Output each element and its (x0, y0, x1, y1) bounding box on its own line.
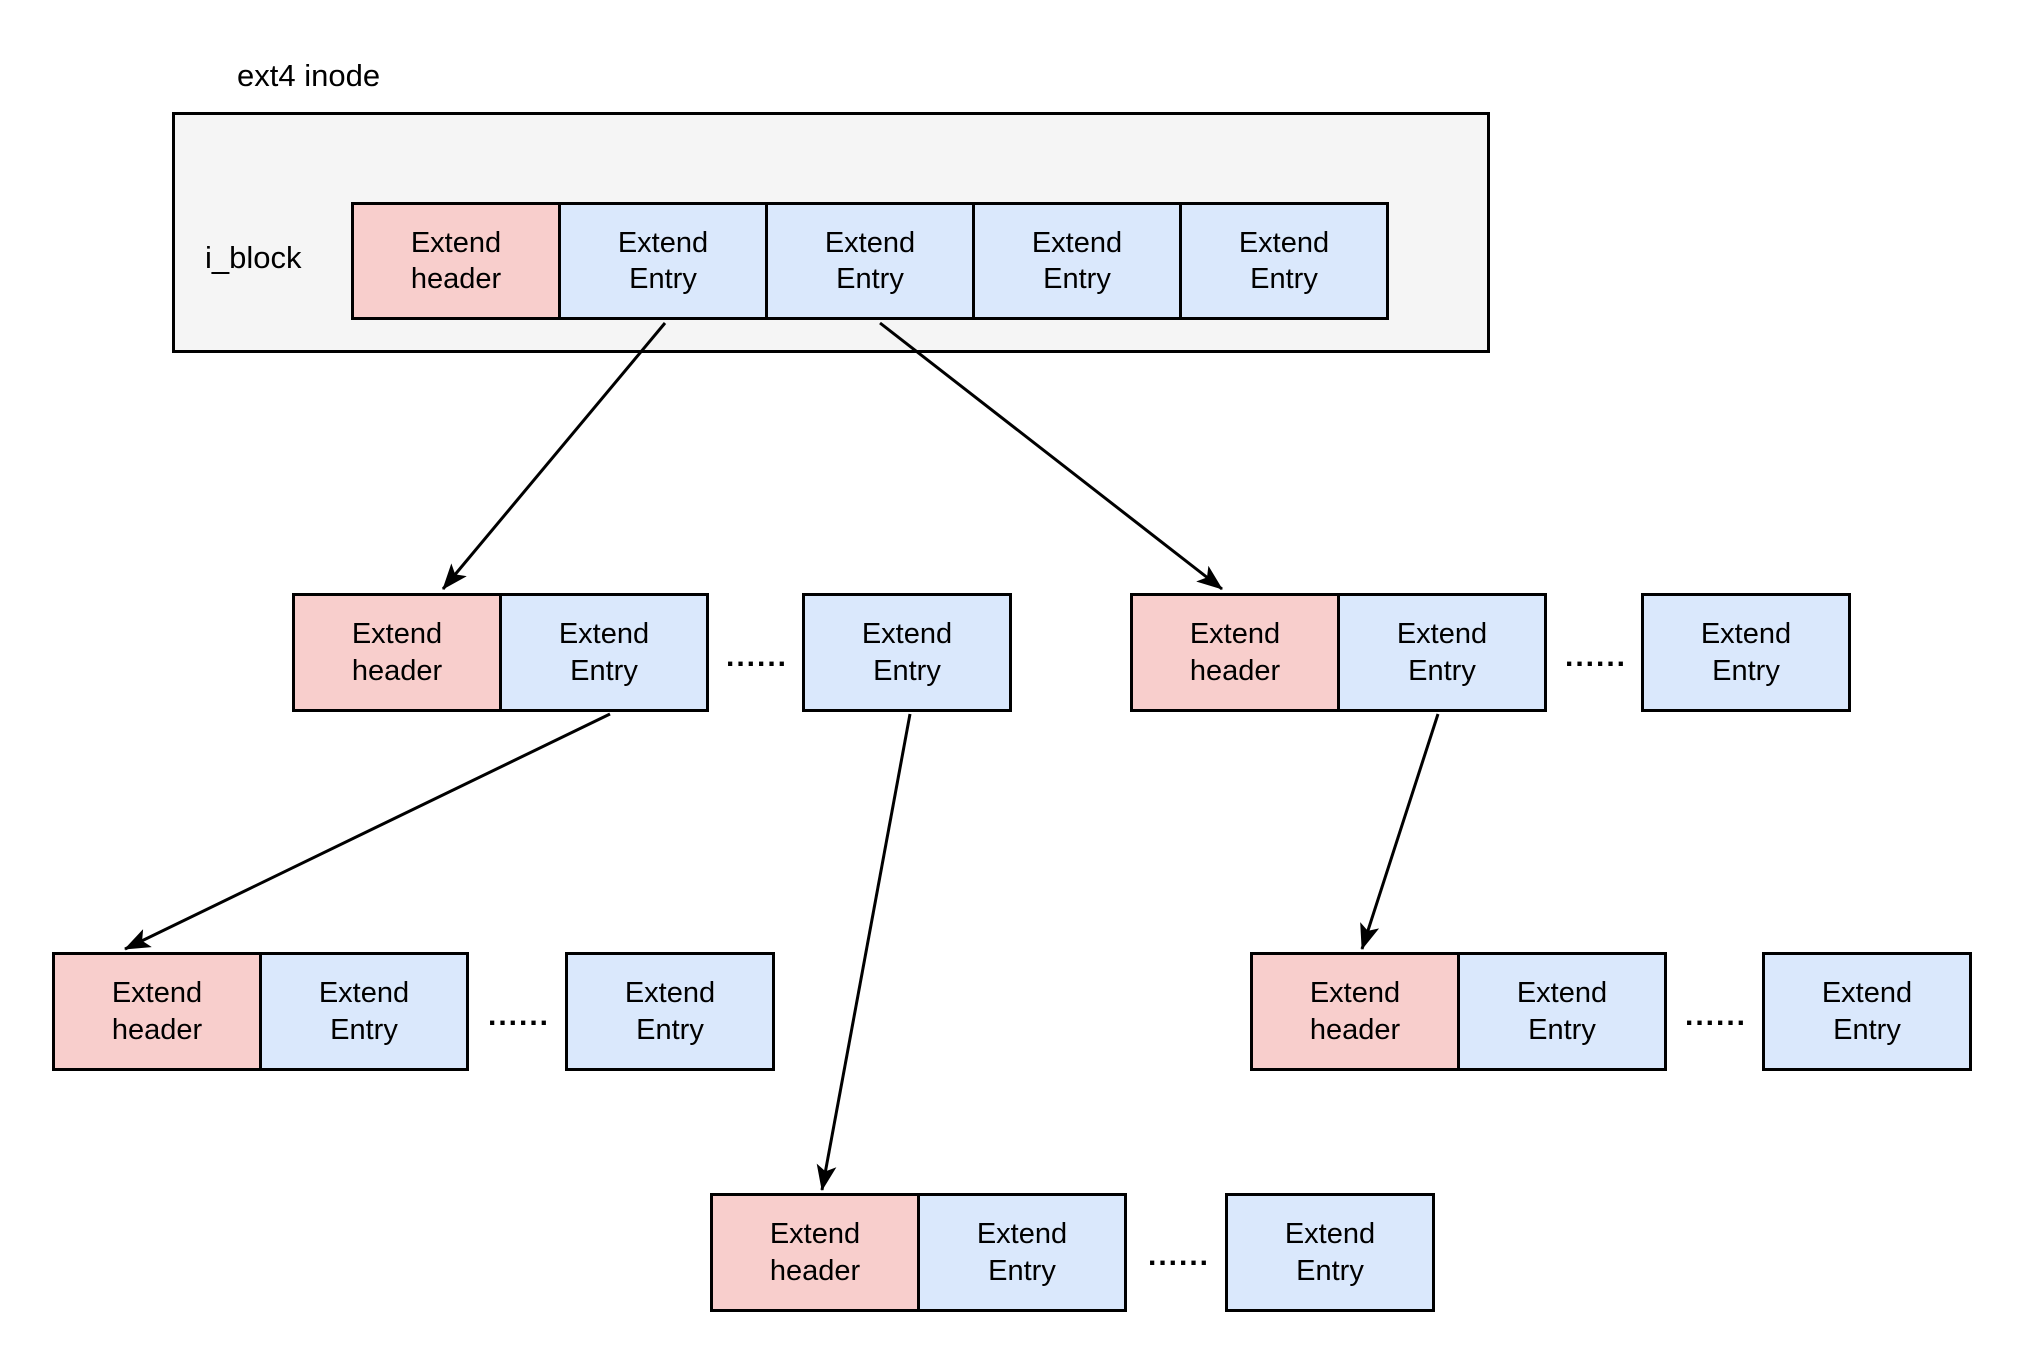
ellipsis-dots: ...... (1147, 1239, 1211, 1272)
leaf-node-bottom-center: Extend header Extend Entry (710, 1193, 1127, 1312)
extent-entry-cell: Extend Entry (1179, 202, 1389, 320)
ellipsis-dots: ...... (487, 999, 551, 1032)
arrow-mid-left-tail-to-bottom-center (816, 713, 912, 1191)
index-node-mid-left: Extend header Extend Entry (292, 593, 709, 712)
extent-entry-cell: Extend Entry (259, 952, 469, 1071)
arrow-mid-left-entry-to-bottom-left (124, 712, 611, 951)
arrow-inode-entry1-to-mid-left (441, 322, 667, 590)
arrow-mid-right-entry-to-bottom-right (1360, 713, 1440, 950)
arrow-inode-entry2-to-mid-right (879, 321, 1223, 591)
index-node-mid-left-tail: Extend Entry (802, 593, 1012, 712)
ext4-inode-title: ext4 inode (237, 58, 381, 93)
extent-entry-cell: Extend Entry (1457, 952, 1667, 1071)
index-node-mid-right: Extend header Extend Entry (1130, 593, 1547, 712)
leaf-node-bottom-left: Extend header Extend Entry (52, 952, 469, 1071)
extent-entry-cell: Extend Entry (802, 593, 1012, 712)
extent-entry-cell: Extend Entry (972, 202, 1182, 320)
extent-header-cell: Extend header (710, 1193, 920, 1312)
extent-header-cell: Extend header (292, 593, 502, 712)
index-node-mid-right-tail: Extend Entry (1641, 593, 1851, 712)
extent-entry-cell: Extend Entry (565, 952, 775, 1071)
extent-header-cell: Extend header (52, 952, 262, 1071)
extent-entry-cell: Extend Entry (1337, 593, 1547, 712)
extent-entry-cell: Extend Entry (1641, 593, 1851, 712)
extent-header-cell: Extend header (1250, 952, 1460, 1071)
extent-entry-cell: Extend Entry (558, 202, 768, 320)
leaf-node-bottom-right: Extend header Extend Entry (1250, 952, 1667, 1071)
ellipsis-dots: ...... (725, 640, 789, 673)
extent-entry-cell: Extend Entry (1225, 1193, 1435, 1312)
leaf-node-bottom-left-tail: Extend Entry (565, 952, 775, 1071)
leaf-node-bottom-right-tail: Extend Entry (1762, 952, 1972, 1071)
extent-entry-cell: Extend Entry (1762, 952, 1972, 1071)
extent-entry-cell: Extend Entry (917, 1193, 1127, 1312)
inode-extent-row: Extend header Extend Entry Extend Entry … (351, 202, 1389, 320)
ellipsis-dots: ...... (1564, 640, 1628, 673)
extent-header-cell: Extend header (1130, 593, 1340, 712)
leaf-node-bottom-center-tail: Extend Entry (1225, 1193, 1435, 1312)
extent-entry-cell: Extend Entry (499, 593, 709, 712)
i-block-label: i_block (205, 240, 302, 275)
extent-entry-cell: Extend Entry (765, 202, 975, 320)
extent-header-cell: Extend header (351, 202, 561, 320)
ellipsis-dots: ...... (1684, 999, 1748, 1032)
